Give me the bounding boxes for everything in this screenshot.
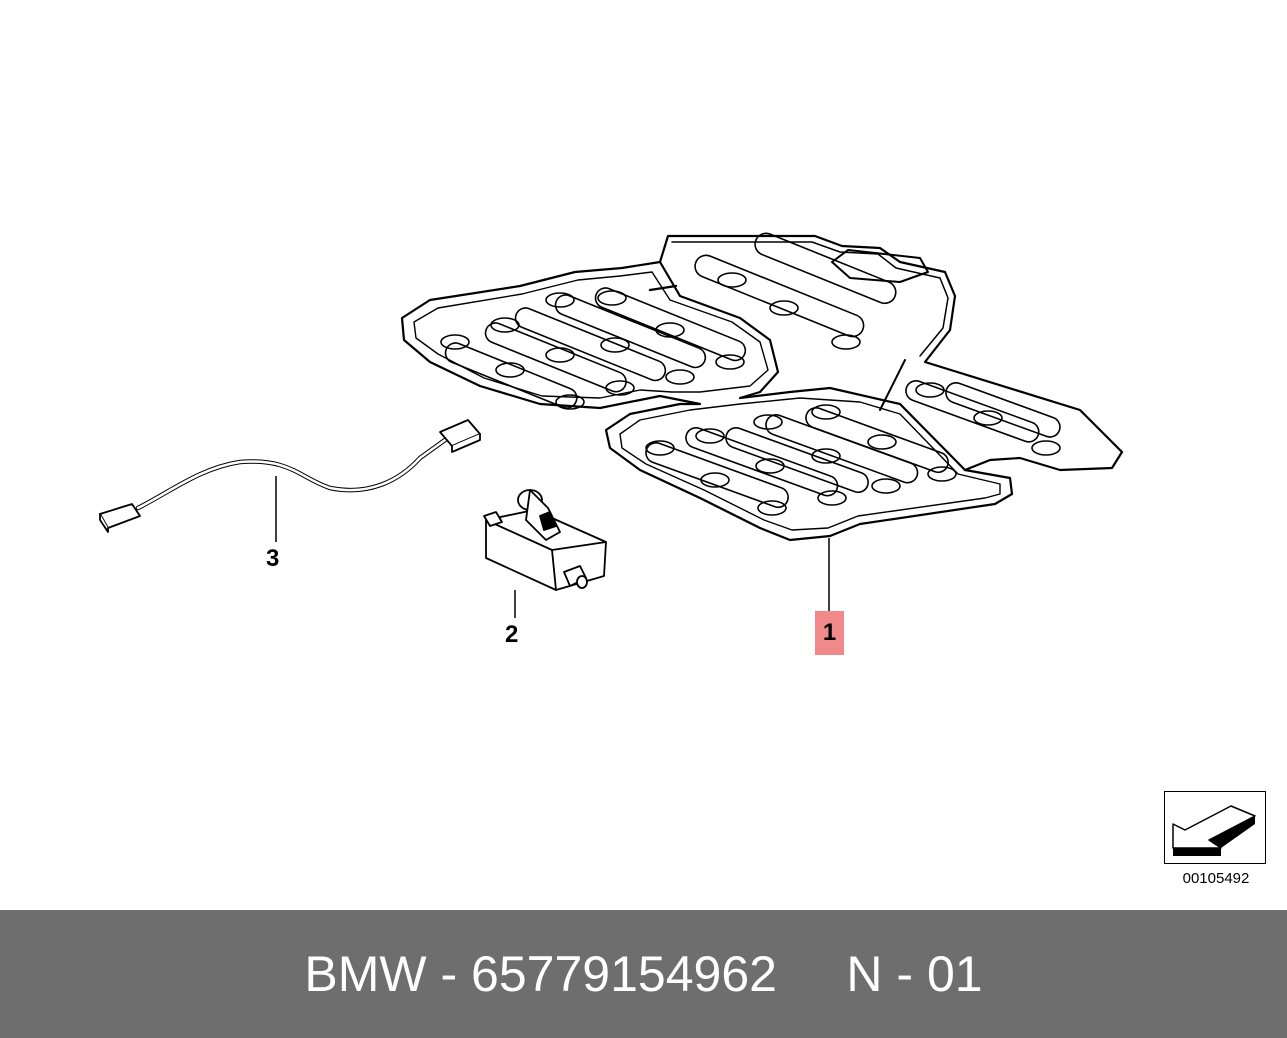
control-unit-part-2 xyxy=(483,489,607,591)
parts-diagram xyxy=(99,232,1124,618)
footer-text: BMW - 65779154962 N - 01 xyxy=(0,910,1287,1038)
footer-gap xyxy=(777,945,846,1003)
wiring-harness-part-3 xyxy=(99,419,481,533)
arrow-orientation-icon xyxy=(1172,805,1256,856)
footer-brand: BMW xyxy=(304,946,427,1002)
footer-separator: - xyxy=(426,946,472,1002)
footer-part-number: 65779154962 xyxy=(471,946,777,1002)
diagram-number: 00105492 xyxy=(1182,870,1250,887)
orientation-box xyxy=(1164,791,1266,864)
callout-part-2: 2 xyxy=(505,621,519,648)
sensor-mat-part-1 xyxy=(400,232,1124,542)
callout-part-3: 3 xyxy=(266,545,280,572)
callout-part-1-highlighted: 1 xyxy=(815,611,844,655)
footer-code: N - 01 xyxy=(846,946,983,1002)
footer-bar: BMW - 65779154962 N - 01 xyxy=(0,910,1287,1038)
